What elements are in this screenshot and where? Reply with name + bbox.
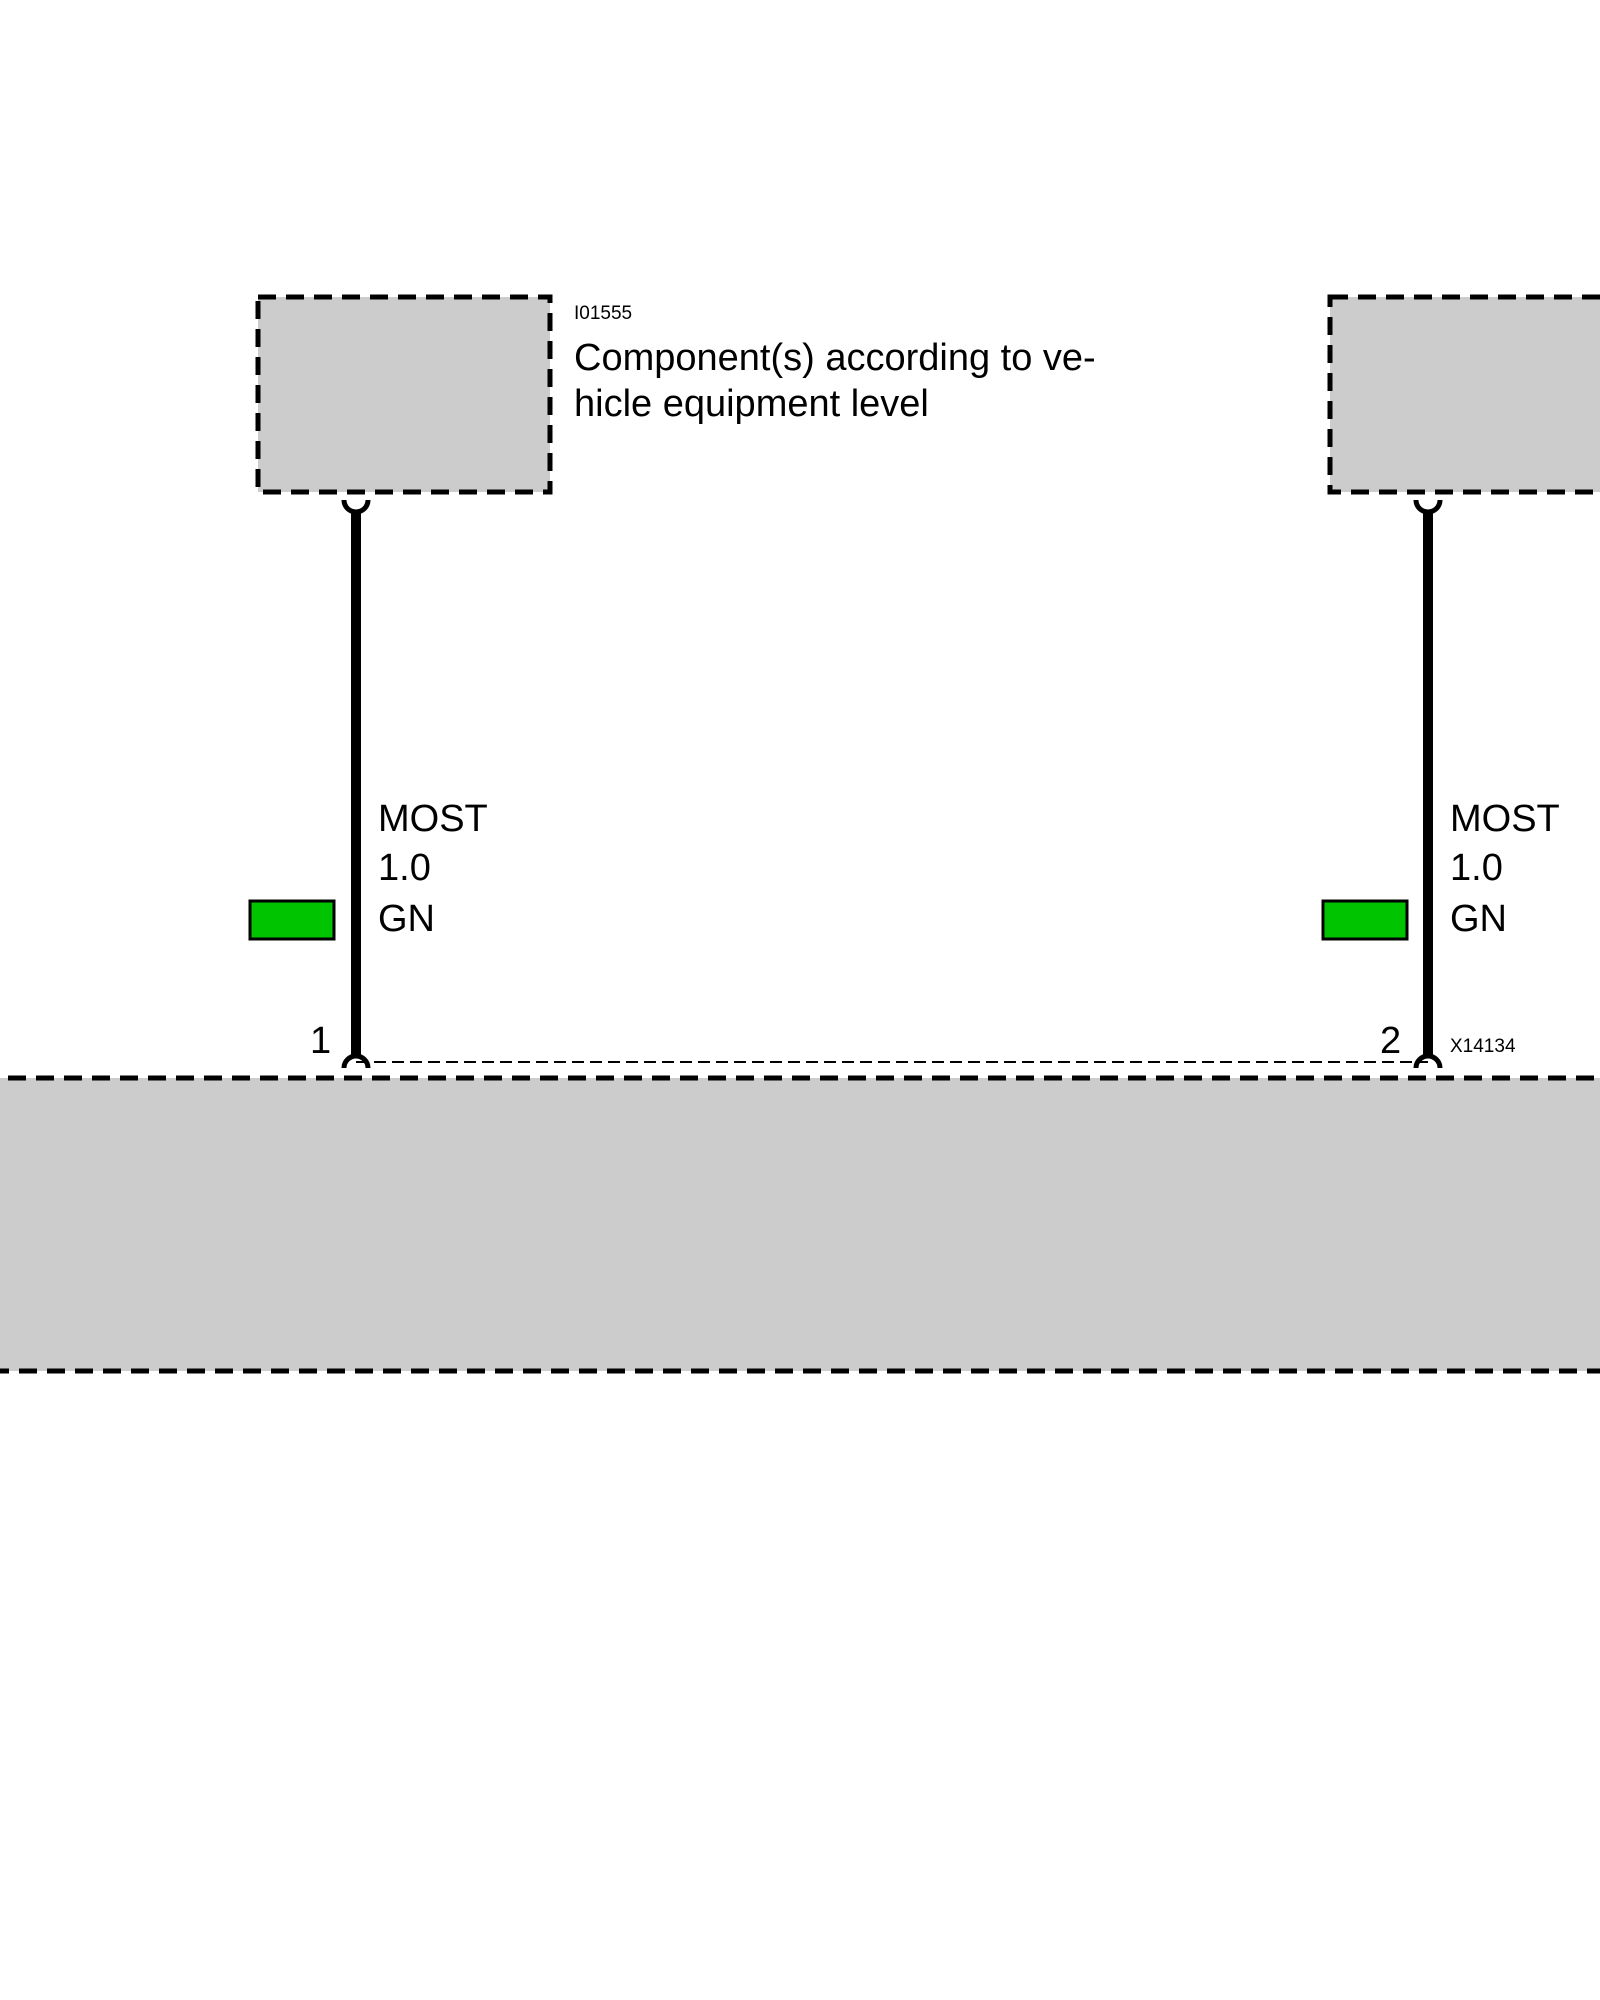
- component-box-left[interactable]: [255, 294, 553, 495]
- wire-2[interactable]: [1321, 499, 1443, 1069]
- component-box-right[interactable]: [1327, 294, 1600, 495]
- wire-2-bus-label: MOST: [1450, 798, 1560, 840]
- wire-1-size-label: 1.0: [378, 847, 431, 889]
- wire-color-swatch-1: [248, 899, 336, 941]
- component-id-label: I01555: [574, 303, 632, 324]
- connector-id-label: X14134: [1450, 1036, 1516, 1057]
- component-description-line2: hicle equipment level: [574, 383, 929, 425]
- component-description-line1: Component(s) according to ve-: [574, 337, 1096, 379]
- wire-1-color-label: GN: [378, 898, 435, 940]
- wire-2-color-label: GN: [1450, 898, 1507, 940]
- wire-color-swatch-2: [1321, 899, 1409, 941]
- pin-socket-bottom-1: [341, 1053, 371, 1069]
- pin-2-label: 2: [1380, 1020, 1401, 1062]
- wire-1[interactable]: [248, 499, 371, 1069]
- wire-1-bus-label: MOST: [378, 798, 488, 840]
- pin-1-label: 1: [310, 1020, 331, 1062]
- wire-2-size-label: 1.0: [1450, 847, 1503, 889]
- pin-socket-top-1: [341, 499, 371, 515]
- control-unit-box[interactable]: [0, 1075, 1600, 1374]
- pin-socket-top-2: [1413, 499, 1443, 515]
- pin-socket-bottom-2: [1413, 1053, 1443, 1069]
